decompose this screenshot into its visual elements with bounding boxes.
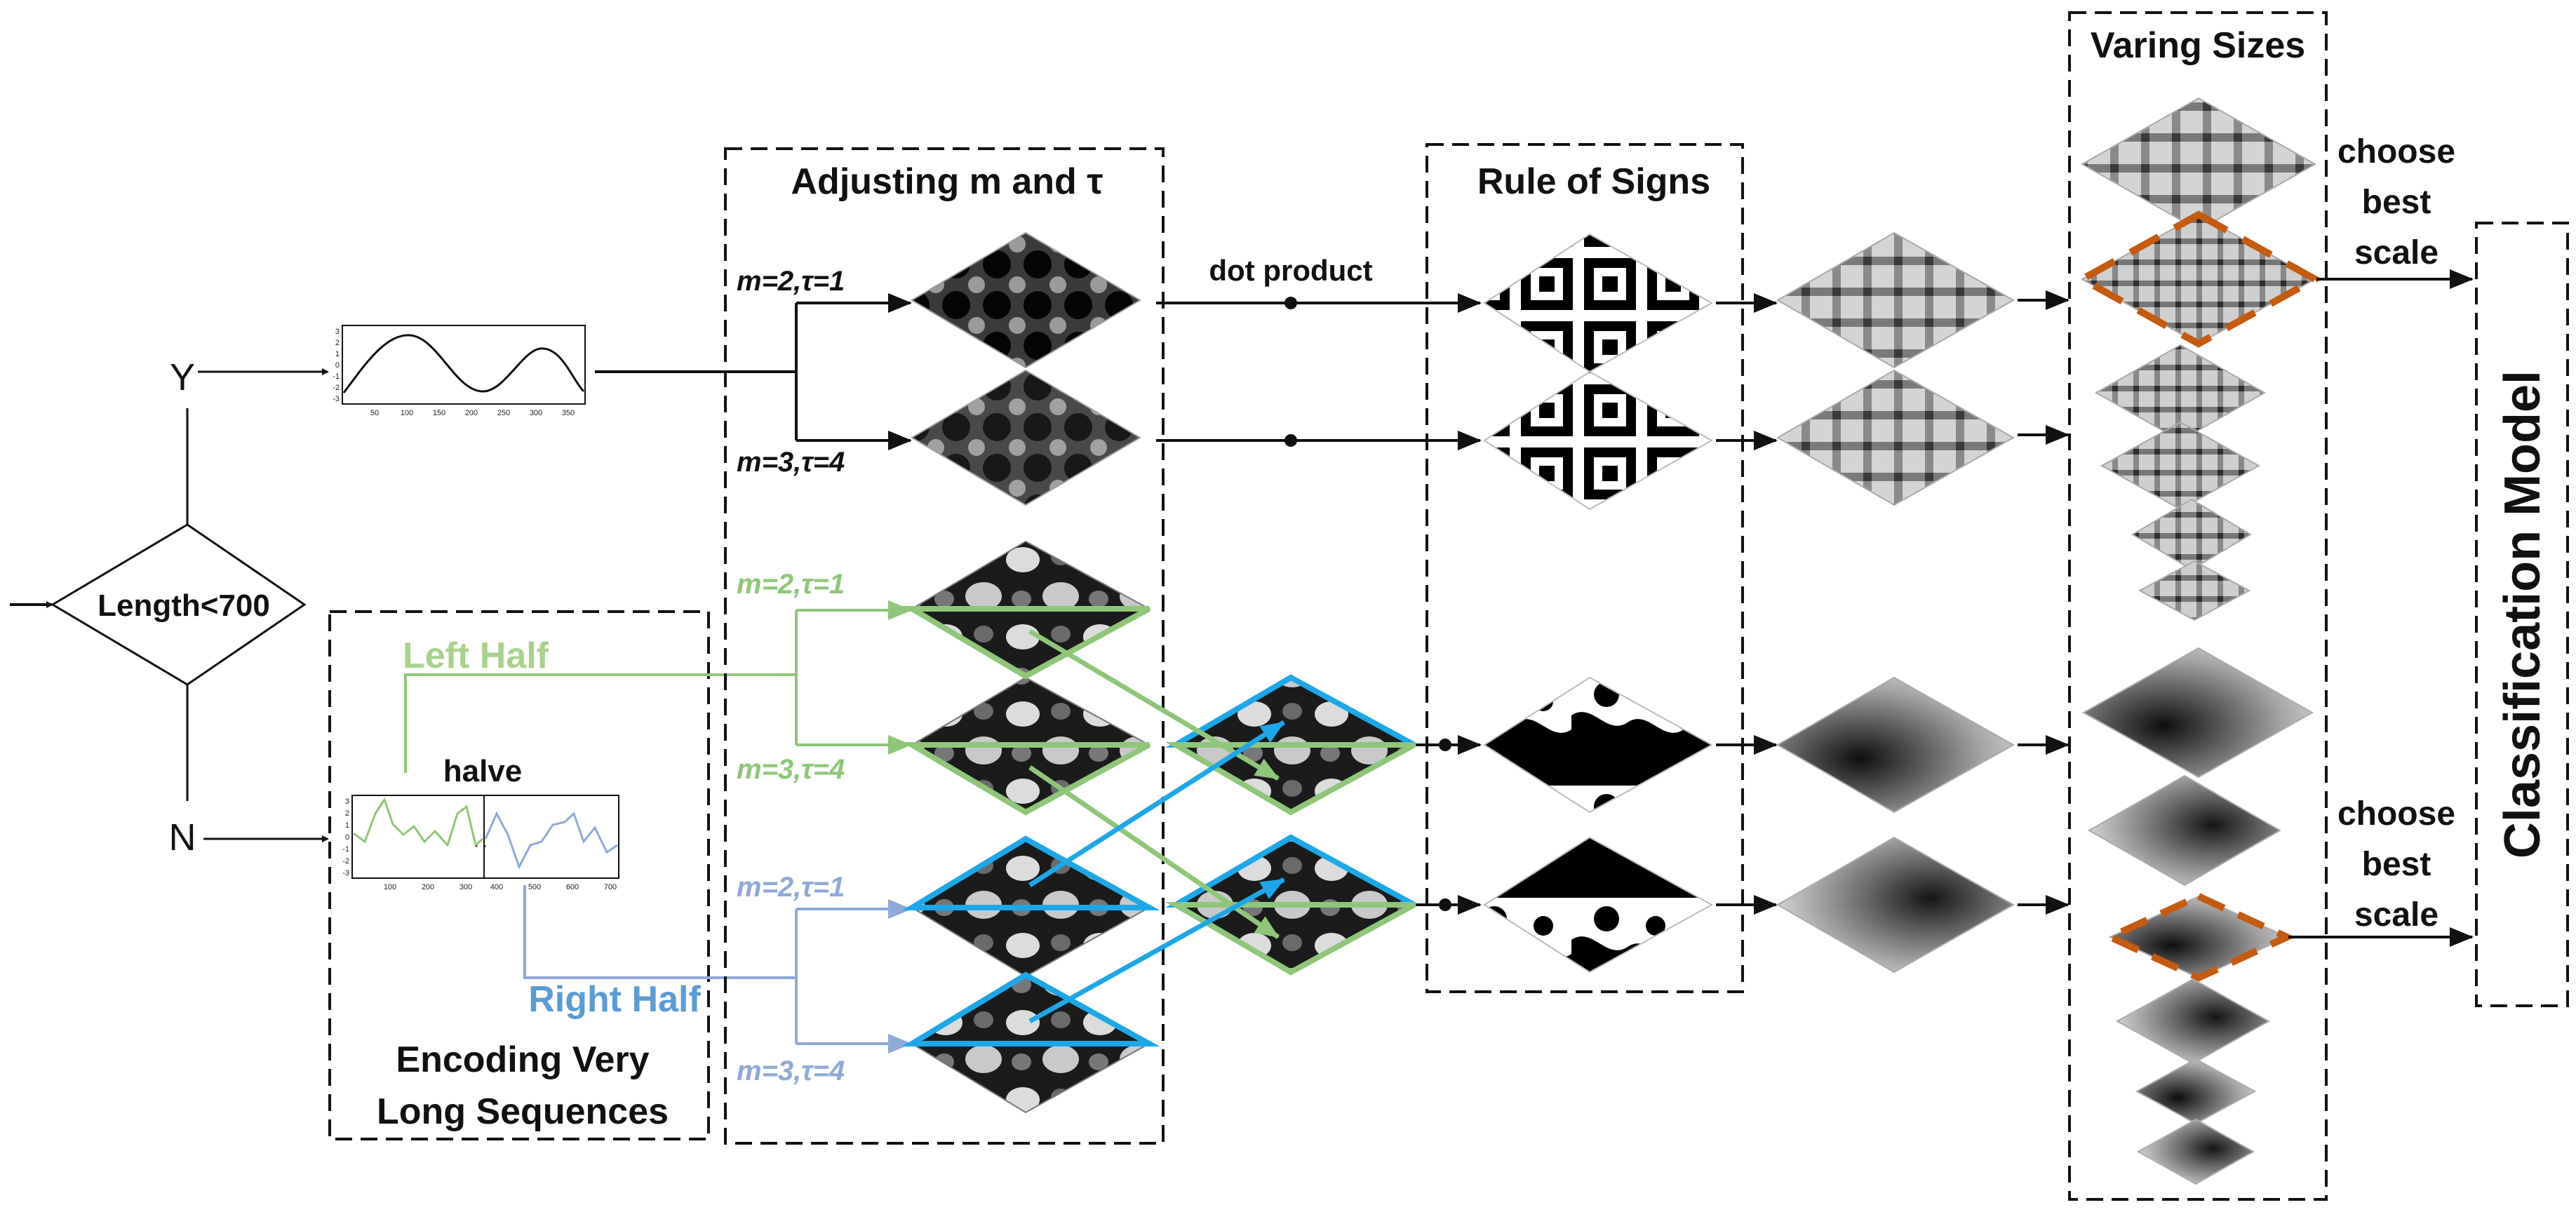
product-4 <box>1776 836 2015 974</box>
sign-4 <box>1483 836 1714 974</box>
classification-label: Classification Model <box>2495 370 2551 858</box>
sizes-box <box>2068 11 2328 1201</box>
product-1 <box>1776 231 2015 369</box>
no-label: N <box>169 816 196 858</box>
long-y-tick-6: -3 <box>342 869 349 877</box>
encoding-title-1: Encoding Very <box>396 1039 649 1080</box>
long-x-tick-left-2: 300 <box>459 883 472 891</box>
short-y-tick-5: -2 <box>333 384 340 392</box>
scale-a5 <box>2131 498 2252 571</box>
short-y-tick-2: 1 <box>335 350 340 358</box>
param-3: m=2,τ=1 <box>737 569 845 600</box>
rule-box <box>1425 143 1744 993</box>
choose-1-line1: choose <box>2337 133 2455 170</box>
halve-label: halve <box>443 754 523 788</box>
short-x-tick-2: 150 <box>433 409 445 417</box>
long-y-tick-3: 0 <box>345 833 349 842</box>
sign-2 <box>1483 370 1714 511</box>
encoding-box <box>328 610 710 1140</box>
scale-a1 <box>2080 97 2317 231</box>
long-y-tick-0: 3 <box>345 797 349 806</box>
rp-short-m3 <box>911 369 1141 506</box>
scale-a6 <box>2138 560 2251 621</box>
long-series-plot: · · 100 200 300 400 500 600 700 3 2 1 0 -1 -2 -3 <box>342 795 619 891</box>
yes-label: Y <box>170 356 195 398</box>
svg-text:· ·: · · <box>474 838 488 854</box>
right-half-label: Right Half <box>528 979 701 1020</box>
long-x-tick-right-0: 400 <box>490 883 503 891</box>
long-x-tick-right-1: 500 <box>528 883 541 891</box>
sizes-title: Varing Sizes <box>2091 25 2305 66</box>
product-2 <box>1776 369 2015 506</box>
dot-product-label: dot product <box>1209 254 1372 287</box>
short-x-tick-0: 50 <box>370 409 379 417</box>
long-x-tick-right-3: 700 <box>604 883 617 891</box>
choose-2-line2: best <box>2362 846 2431 883</box>
encoding-title-2: Long Sequences <box>377 1091 669 1132</box>
long-x-tick-right-2: 600 <box>566 883 579 891</box>
short-y-tick-4: -1 <box>333 372 340 381</box>
long-y-tick-5: -2 <box>342 857 349 866</box>
scale-b5 <box>2135 1058 2257 1125</box>
scale-a2 <box>2080 213 2317 345</box>
long-y-tick-2: 1 <box>345 821 349 830</box>
param-2: m=3,τ=4 <box>737 447 845 478</box>
long-x-tick-left-1: 200 <box>422 883 434 891</box>
short-series-plot: 50 100 150 200 250 300 350 3 2 1 0 -1 -2 -3 <box>333 325 586 417</box>
short-x-tick-4: 250 <box>497 409 510 417</box>
param-4: m=3,τ=4 <box>737 754 845 785</box>
scale-b4 <box>2115 978 2271 1065</box>
param-1: m=2,τ=1 <box>737 266 845 297</box>
sign-3 <box>1483 676 1714 814</box>
choose-2-line3: scale <box>2354 896 2439 934</box>
short-x-tick-6: 350 <box>562 409 575 417</box>
adjust-box <box>724 147 1165 1145</box>
short-x-tick-5: 300 <box>530 409 542 417</box>
short-y-tick-1: 2 <box>335 339 340 347</box>
classification-box <box>2475 222 2569 1007</box>
decision-label: Length<700 <box>98 588 270 623</box>
choose-1-line3: scale <box>2354 234 2439 271</box>
scale-b3 <box>2108 895 2289 979</box>
param-6: m=3,τ=4 <box>737 1056 845 1086</box>
sign-1 <box>1483 233 1714 373</box>
scale-a4 <box>2100 421 2261 511</box>
choose-1-line2: best <box>2362 184 2431 221</box>
long-y-tick-1: 2 <box>345 809 349 818</box>
short-y-tick-3: 0 <box>335 361 340 370</box>
short-x-tick-3: 200 <box>465 409 478 417</box>
short-x-tick-1: 100 <box>401 409 413 417</box>
left-half-label: Left Half <box>403 635 549 676</box>
rule-title: Rule of Signs <box>1477 161 1710 202</box>
long-y-tick-4: -1 <box>342 845 349 854</box>
scale-b1 <box>2081 647 2314 779</box>
scale-b6 <box>2136 1118 2255 1185</box>
short-y-tick-6: -3 <box>333 395 340 403</box>
short-y-tick-0: 3 <box>335 328 340 336</box>
param-5: m=2,τ=1 <box>737 872 845 903</box>
scale-b2 <box>2087 774 2282 887</box>
product-3 <box>1776 676 2015 814</box>
long-x-tick-left-0: 100 <box>384 883 396 891</box>
rp-short-m2 <box>911 231 1141 369</box>
adjust-title: Adjusting m and τ <box>791 161 1103 202</box>
choose-2-line1: choose <box>2337 795 2455 833</box>
